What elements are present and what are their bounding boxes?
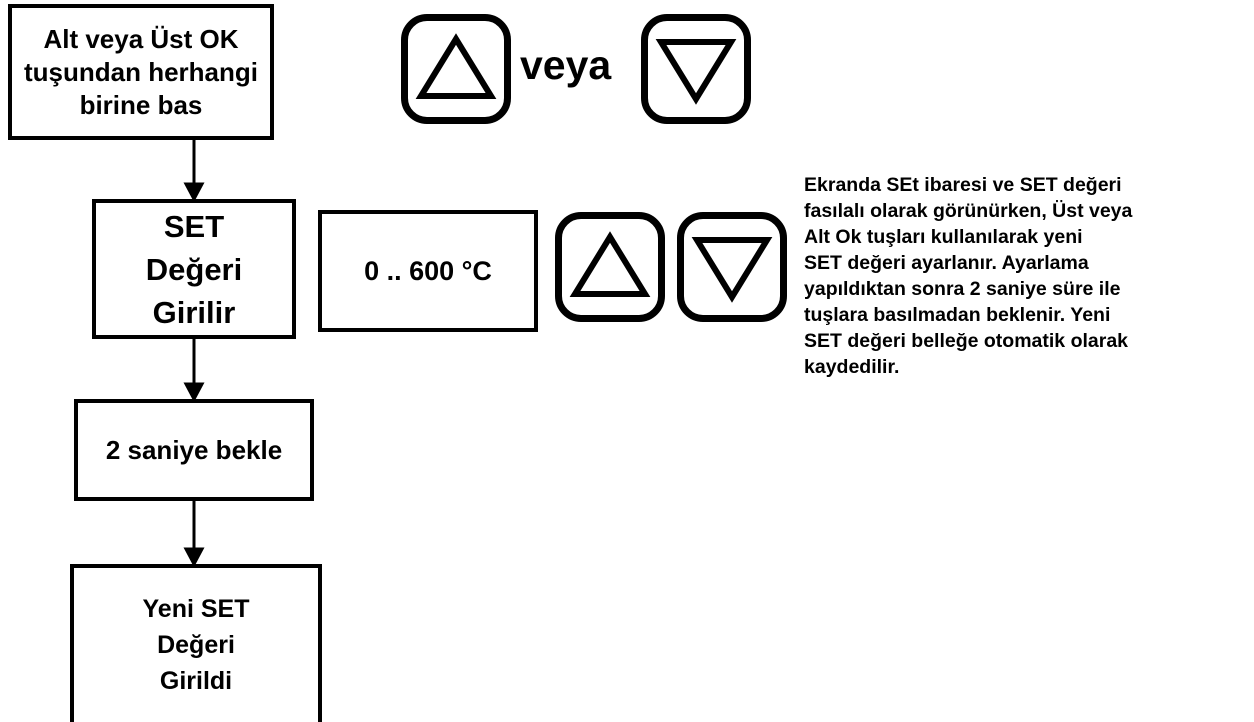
down-arrow-key-icon [677,212,787,322]
up-triangle-icon [569,231,651,297]
step-press-key-line-3: birine bas [79,89,203,120]
step-press-key-box: Alt veya Üst OK tuşundan herhangi birine… [8,4,274,140]
up-arrow-key-icon [555,212,665,322]
arrowhead-1 [183,182,205,203]
up-arrow-key-icon [401,14,511,124]
description-line: SET değeri ayarlanır. Ayarlama [804,252,1089,274]
down-triangle-icon [655,39,737,105]
description-line: fasılalı olarak görünürken, Üst veya [804,200,1133,222]
description-line: yapıldıktan sonra 2 saniye süre ile [804,278,1121,300]
description-line: kaydedilir. [804,356,900,378]
set-range-box: 0 .. 600 °C [318,210,538,332]
description-line: Ekranda SEt ibaresi ve SET değeri [804,174,1122,196]
arrowhead-3 [183,547,205,568]
description-line: tuşlara basılmadan beklenir. Yeni [804,304,1111,326]
description-line: SET değeri belleğe otomatik olarak [804,330,1129,352]
step-press-key-line-2: tuşundan herhangi [24,56,258,87]
set-range-text: 0 .. 600 °C [364,255,492,286]
step-set-entered-line-2: Değeri [157,631,235,659]
down-arrow-key-icon [641,14,751,124]
step-enter-set-line-3: Girilir [152,294,236,330]
step-set-entered-line-1: Yeni SET [142,595,250,623]
step-wait-box: 2 saniye bekle [74,399,314,501]
step-set-entered-box: Yeni SET Değeri Girildi [70,564,322,722]
step-enter-set-box: SET Değeri Girilir [92,199,296,339]
step-set-entered-line-3: Girildi [159,667,233,695]
step-enter-set-line-1: SET [163,208,225,244]
arrowhead-2 [183,382,205,403]
up-triangle-icon [415,33,497,99]
description-line: Alt Ok tuşları kullanılarak yeni [804,226,1083,248]
step-wait-text: 2 saniye bekle [105,434,283,465]
or-label: veya [520,42,612,88]
step-press-key-line-1: Alt veya Üst OK [43,23,239,54]
step-enter-set-line-2: Değeri [145,251,243,287]
description-text: Ekranda SEt ibaresi ve SET değeri fasıla… [804,172,1250,380]
down-triangle-icon [691,237,773,303]
